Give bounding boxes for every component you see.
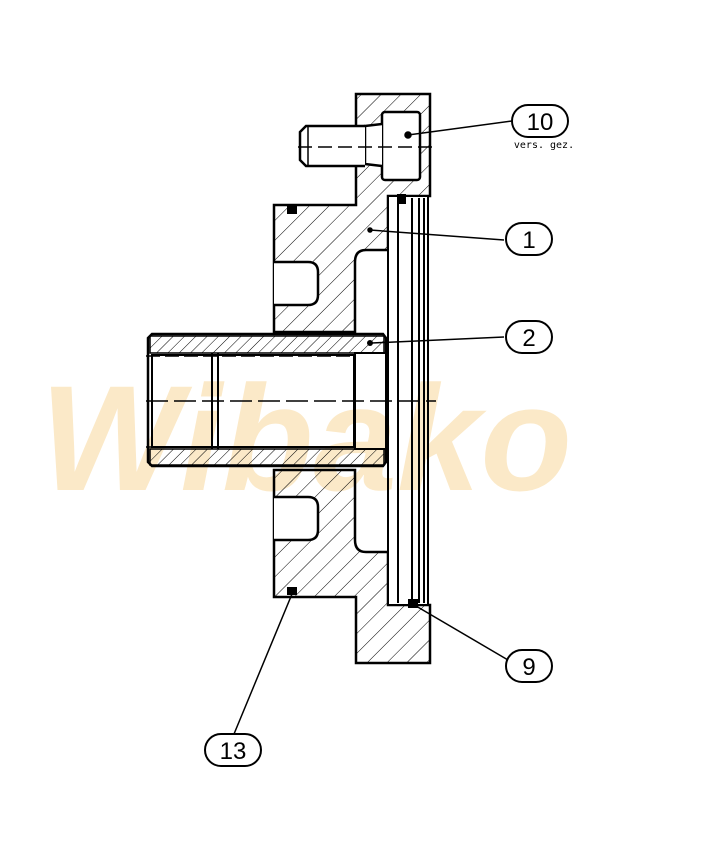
bolt-part-10 — [298, 110, 422, 182]
watermark: Wibako — [40, 354, 572, 522]
balloon-9: 9 — [505, 649, 553, 683]
seal-part-13 — [287, 587, 297, 595]
seals — [287, 194, 418, 608]
leader-lines — [233, 120, 513, 735]
hub-cavities — [274, 260, 320, 542]
weld-dot — [367, 340, 373, 346]
balloon-label: 10 — [527, 109, 554, 136]
balloon-2: 2 — [505, 320, 553, 354]
balloon-1: 1 — [505, 222, 553, 256]
balloon-label: 1 — [522, 227, 535, 254]
balloon-label: 9 — [522, 654, 535, 681]
balloon-note: vers. gez. — [514, 140, 574, 151]
balloon-label: 2 — [522, 325, 535, 352]
pipe-part-2 — [146, 332, 388, 468]
balloon-13: 13 — [204, 733, 262, 767]
balloon-label: 13 — [220, 738, 247, 765]
seal-part-9 — [408, 599, 418, 608]
balloon-10: 10 vers. gez. — [511, 104, 574, 151]
seal-plate-top — [397, 194, 406, 204]
seal-upper — [287, 206, 297, 214]
